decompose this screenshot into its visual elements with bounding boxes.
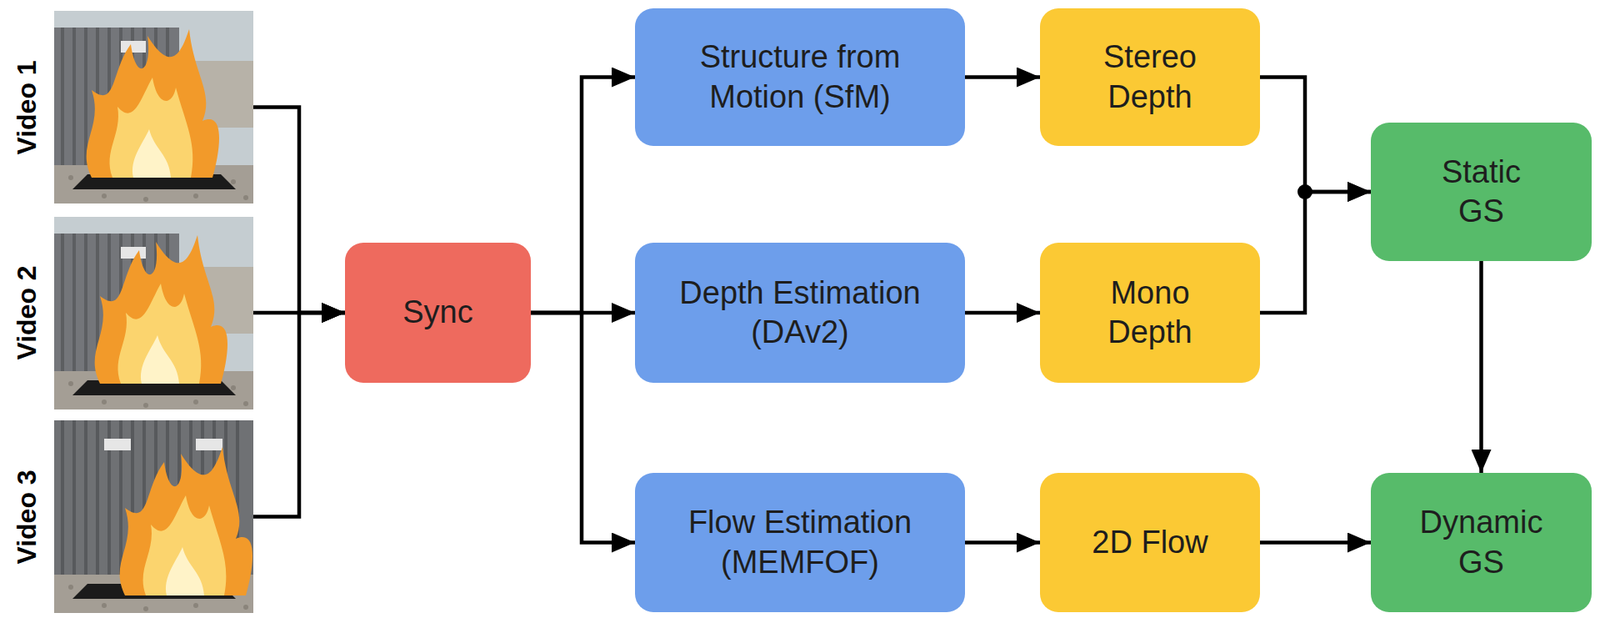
box-label: Structure from Motion (SfM) [670, 37, 930, 117]
flow-arrow [530, 312, 635, 543]
sync-box: Sync [345, 242, 531, 383]
video-input: Video 2 [10, 216, 254, 409]
flow-arrow [1479, 260, 1484, 473]
flow-arrow [965, 75, 1040, 80]
box-label: 2D Flow [1091, 522, 1208, 563]
data-box: 2D Flow [1040, 472, 1260, 612]
process-box: Flow Estimation (MEMFOF) [635, 472, 965, 612]
data-box: Stereo Depth [1040, 8, 1260, 146]
model-box: Dynamic GS [1370, 472, 1592, 612]
box-label: Stereo Depth [1075, 37, 1225, 117]
flow-arrow [965, 310, 1040, 315]
data-box: Mono Depth [1040, 242, 1260, 383]
flow-arrow [1260, 191, 1371, 313]
flow-arrow [1260, 540, 1371, 545]
process-box: Structure from Motion (SfM) [635, 8, 965, 146]
process-box: Depth Estimation (DAv2) [635, 242, 965, 383]
video-frame [54, 420, 254, 613]
flow-arrow [965, 540, 1040, 545]
video-frame [54, 216, 254, 410]
video-label: Video 2 [11, 265, 43, 360]
junction-dot [1297, 184, 1313, 200]
model-box: Static GS [1370, 122, 1592, 261]
box-label: Static GS [1441, 152, 1521, 232]
box-label: Flow Estimation (MEMFOF) [670, 502, 930, 582]
flow-arrow [253, 312, 345, 517]
video-frame [54, 10, 254, 204]
flow-arrow [253, 107, 345, 314]
box-label: Sync [402, 292, 473, 333]
flow-arrow [1260, 77, 1371, 193]
video-input: Video 1 [10, 10, 254, 204]
video-label: Video 1 [11, 60, 43, 155]
box-label: Dynamic GS [1420, 502, 1544, 582]
video-input: Video 3 [10, 420, 254, 613]
box-label: Depth Estimation (DAv2) [670, 273, 930, 353]
video-label: Video 3 [11, 469, 43, 564]
flow-arrow [530, 77, 635, 314]
box-label: Mono Depth [1075, 273, 1225, 353]
